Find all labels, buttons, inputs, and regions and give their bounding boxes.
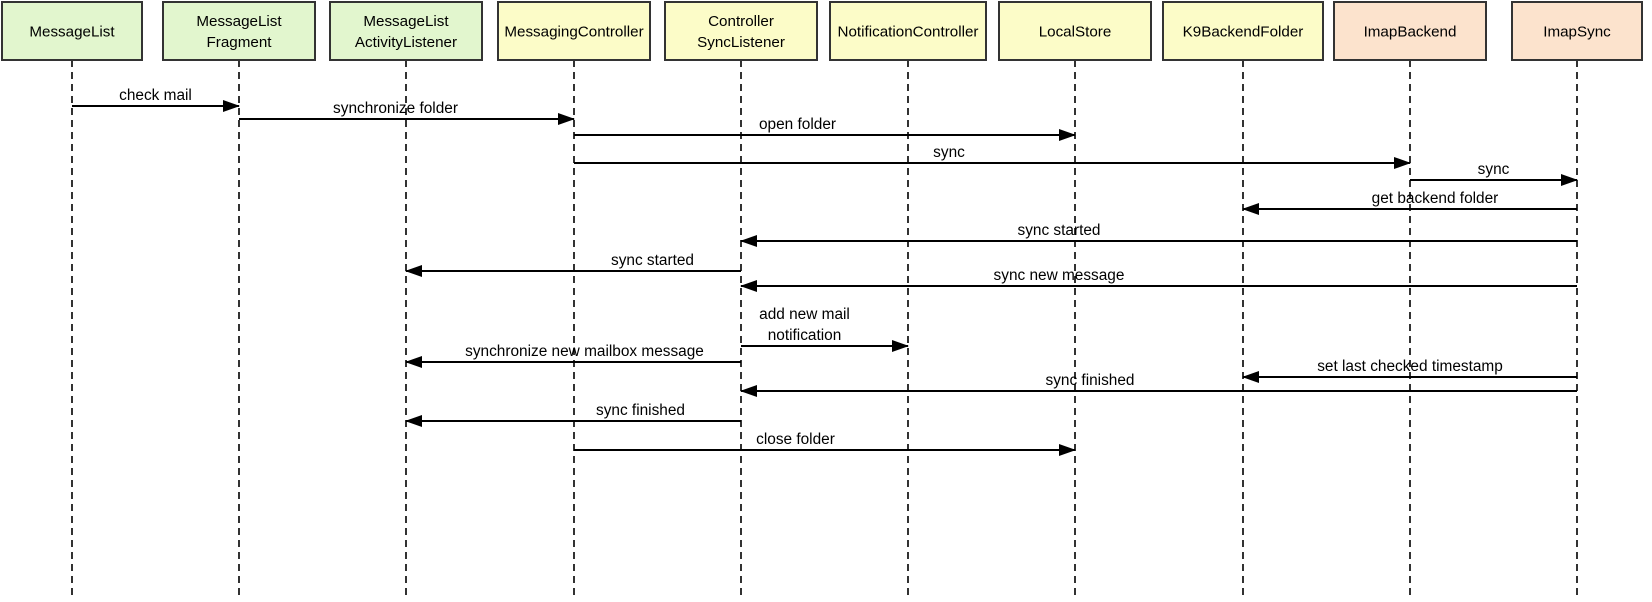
participant-box-controllersynclistener xyxy=(664,1,818,61)
participant-label-messagelist: MessageList xyxy=(29,24,115,41)
message-4-sync: sync xyxy=(574,144,1411,169)
message-6-get-backend-folder: get backend folder xyxy=(1242,190,1577,215)
message-label-check-mail: check mail xyxy=(119,87,192,104)
participant-imapsync: ImapSync xyxy=(1511,1,1643,61)
participant-messagingcontroller: MessagingController xyxy=(497,1,651,61)
message-7-sync-started: sync started xyxy=(740,222,1577,247)
message-label-open-folder: open folder xyxy=(759,116,836,133)
message-11-synchronize-new-mailbox-message: synchronize new mailbox message xyxy=(405,343,741,368)
participant-label-imapsync: ImapSync xyxy=(1543,24,1611,41)
message-5-sync: sync xyxy=(1410,161,1578,186)
participant-box-k9backendfolder xyxy=(1162,1,1324,61)
message-9-sync-new-message: sync new message xyxy=(740,267,1577,292)
participant-box-localstore xyxy=(998,1,1152,61)
message-label-synchronize-folder: synchronize folder xyxy=(333,100,458,117)
participant-box-notificationcontroller xyxy=(829,1,987,61)
participant-box-messagingcontroller xyxy=(497,1,651,61)
participant-notificationcontroller: NotificationController xyxy=(829,1,987,61)
message-1-check-mail: check mail xyxy=(72,87,240,112)
message-label-sync-started: sync started xyxy=(611,252,694,269)
message-label-sync-new-message: sync new message xyxy=(994,267,1125,284)
message-label-get-backend-folder: get backend folder xyxy=(1372,190,1499,207)
participant-label-imapbackend: ImapBackend xyxy=(1364,24,1457,41)
message-13-sync-finished: sync finished xyxy=(740,372,1577,397)
message-label-sync: sync xyxy=(933,144,965,161)
participant-label-k9backendfolder: K9BackendFolder xyxy=(1183,24,1304,41)
participant-box-messagelistfragment xyxy=(162,1,316,61)
participant-imapbackend: ImapBackend xyxy=(1333,1,1487,61)
message-label-sync-started: sync started xyxy=(1018,222,1101,239)
message-14-sync-finished: sync finished xyxy=(405,402,741,427)
participant-box-messagelistactivitylistener xyxy=(329,1,483,61)
message-label-sync: sync xyxy=(1478,161,1510,178)
participant-label-messagingcontroller: MessagingController xyxy=(504,24,643,41)
participant-label-notificationcontroller: NotificationController xyxy=(838,24,979,41)
message-15-close-folder: close folder xyxy=(574,431,1076,456)
message-label-close-folder: close folder xyxy=(756,431,835,448)
participant-box-imapsync xyxy=(1511,1,1643,61)
message-label-synchronize-new-mailbox-message: synchronize new mailbox message xyxy=(465,343,704,360)
participant-messagelist: MessageList xyxy=(1,1,143,61)
message-label-set-last-checked-timestamp: set last checked timestamp xyxy=(1317,358,1503,375)
message-label-sync-finished: sync finished xyxy=(1046,372,1135,389)
message-8-sync-started: sync started xyxy=(405,252,741,277)
participant-box-imapbackend xyxy=(1333,1,1487,61)
participant-localstore: LocalStore xyxy=(998,1,1152,61)
participant-k9backendfolder: K9BackendFolder xyxy=(1162,1,1324,61)
participant-label-localstore: LocalStore xyxy=(1039,24,1112,41)
participant-box-messagelist xyxy=(1,1,143,61)
message-label-sync-finished: sync finished xyxy=(596,402,685,419)
message-2-synchronize-folder: synchronize folder xyxy=(239,100,575,125)
message-3-open-folder: open folder xyxy=(574,116,1076,141)
message-12-set-last-checked-timestamp: set last checked timestamp xyxy=(1242,358,1577,383)
